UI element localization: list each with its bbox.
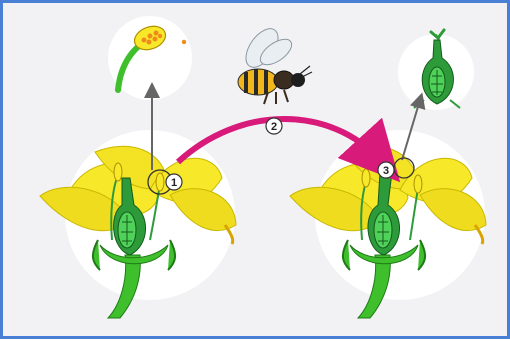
marker-3: 3 — [378, 162, 394, 178]
marker-3-label: 3 — [383, 165, 389, 177]
marker-2-label: 2 — [271, 121, 277, 133]
marker-2: 2 — [266, 118, 282, 134]
marker-1-label: 1 — [171, 177, 177, 189]
marker-1: 1 — [166, 174, 182, 190]
bee-icon — [238, 23, 312, 104]
